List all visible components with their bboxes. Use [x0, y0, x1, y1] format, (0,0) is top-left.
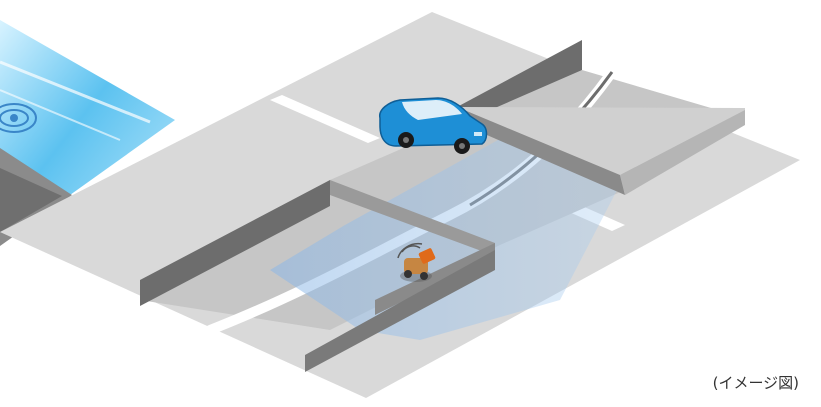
image-caption: (イメージ図) — [713, 372, 799, 393]
